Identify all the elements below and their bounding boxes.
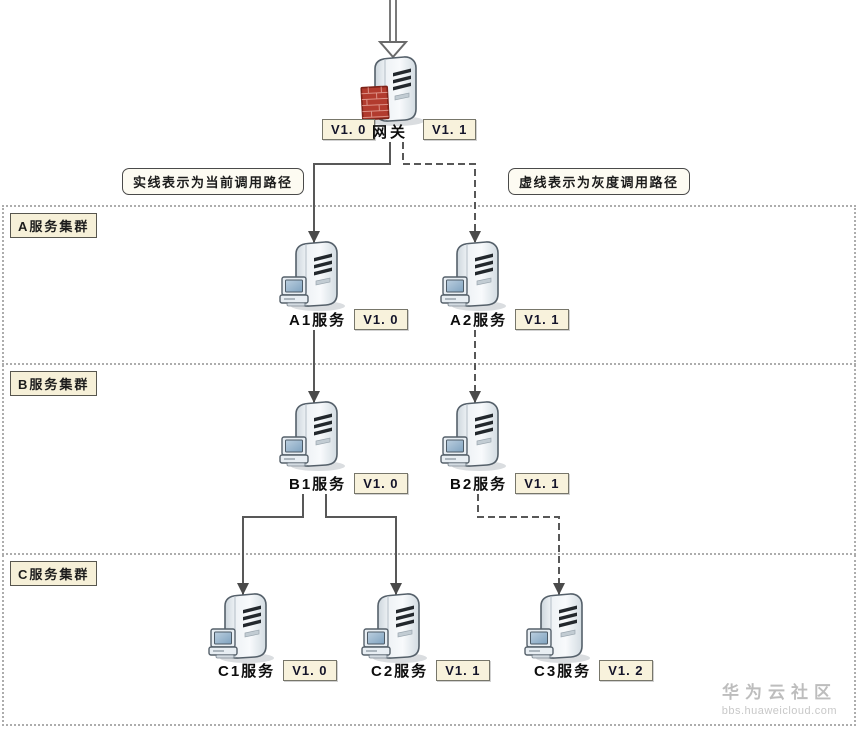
cluster-c-band: C服务集群 [2, 555, 856, 726]
workstation-icon [440, 436, 470, 467]
node-b1-labels: B1服务 V1. 0 [289, 473, 408, 494]
node-c3-version: V1. 2 [599, 660, 653, 681]
node-c1-labels: C1服务 V1. 0 [218, 660, 337, 681]
node-b2-version: V1. 1 [515, 473, 569, 494]
watermark-url: bbs.huaweicloud.com [721, 705, 837, 717]
node-c2-labels: C2服务 V1. 1 [371, 660, 490, 681]
watermark-title: 华为云社区 [722, 683, 837, 702]
gateway-server-icon [360, 56, 425, 127]
node-c3-name: C3服务 [534, 663, 592, 680]
cluster-b-label: B服务集群 [10, 371, 98, 396]
node-c3-labels: C3服务 V1. 2 [534, 660, 653, 681]
workstation-icon [524, 628, 554, 659]
gateway-version-right: V1. 1 [423, 119, 477, 140]
cluster-c-label: C服务集群 [10, 561, 98, 586]
server-icon-a2 [440, 241, 507, 312]
node-b2-name: B2服务 [450, 476, 508, 493]
gateway-label: 网关 [372, 124, 409, 141]
gateway-version-left: V1. 0 [322, 119, 376, 140]
workstation-icon [361, 628, 391, 659]
firewall-icon [360, 85, 390, 121]
node-a2-labels: A2服务 V1. 1 [450, 309, 569, 330]
server-icon-b1 [279, 401, 346, 472]
workstation-icon [279, 436, 309, 467]
node-b1-name: B1服务 [289, 476, 347, 493]
workstation-icon [440, 276, 470, 307]
server-icon-c3 [524, 593, 591, 664]
server-icon-c2 [361, 593, 428, 664]
workstation-icon [279, 276, 309, 307]
watermark: 华为云社区 bbs.huaweicloud.com [685, 678, 837, 717]
server-icon-a1 [279, 241, 346, 312]
node-a1-labels: A1服务 V1. 0 [289, 309, 408, 330]
node-c1-version: V1. 0 [283, 660, 337, 681]
node-b2-labels: B2服务 V1. 1 [450, 473, 569, 494]
node-a1-name: A1服务 [289, 312, 347, 329]
cluster-a-label: A服务集群 [10, 213, 98, 238]
node-b1-version: V1. 0 [354, 473, 408, 494]
node-a2-version: V1. 1 [515, 309, 569, 330]
cluster-b-band: B服务集群 [2, 365, 856, 555]
workstation-icon [208, 628, 238, 659]
node-c2-version: V1. 1 [436, 660, 490, 681]
node-c1-name: C1服务 [218, 663, 276, 680]
node-a1-version: V1. 0 [354, 309, 408, 330]
node-a2-name: A2服务 [450, 312, 508, 329]
cluster-a-band: A服务集群 [2, 205, 856, 365]
legend-dashed-path: 虚线表示为灰度调用路径 [508, 168, 690, 195]
server-icon-c1 [208, 593, 275, 664]
server-icon-b2 [440, 401, 507, 472]
legend-solid-path: 实线表示为当前调用路径 [122, 168, 304, 195]
node-c2-name: C2服务 [371, 663, 429, 680]
